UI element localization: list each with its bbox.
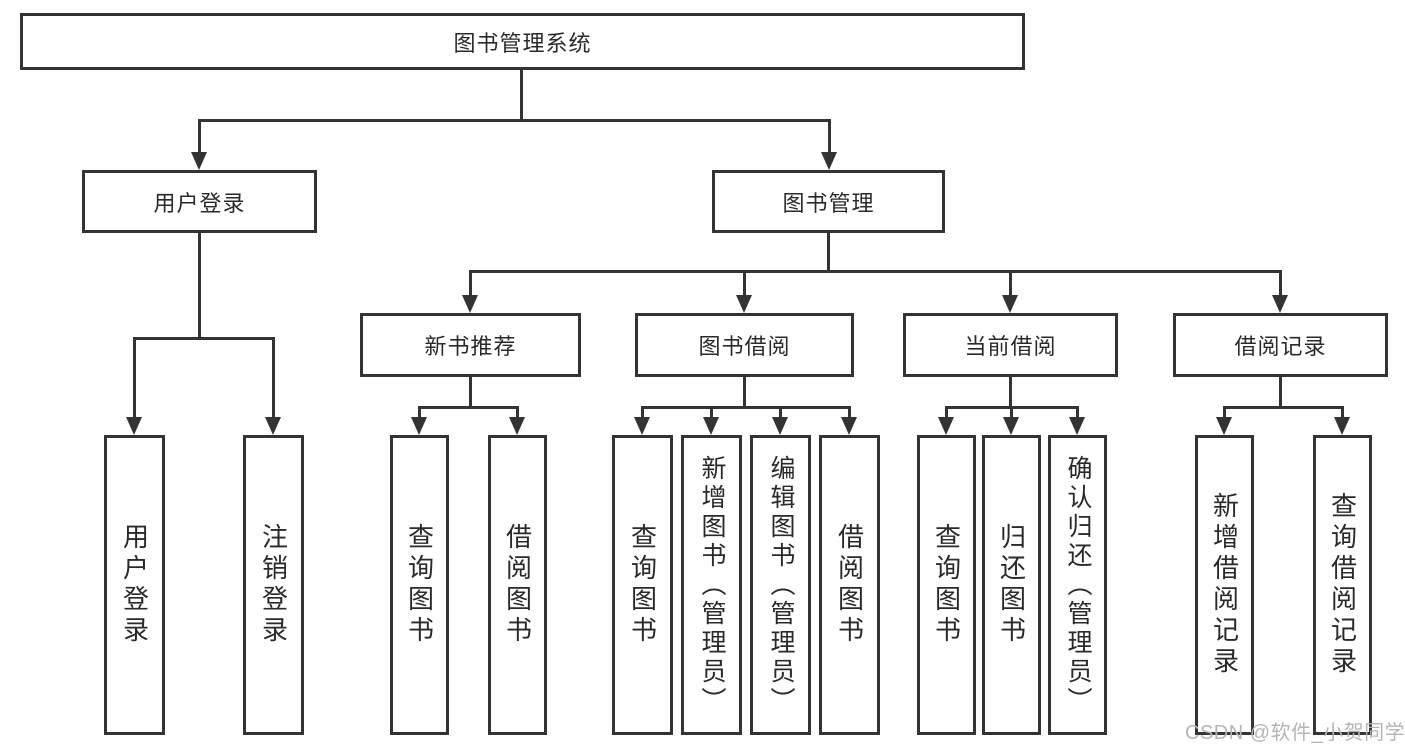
- leaf-edit-books-admin: 编辑图书（管理员）: [750, 435, 811, 735]
- connector-stem: [1076, 407, 1079, 419]
- leaf-label: 借阅图书: [834, 523, 865, 647]
- leaf-label: 用户登录: [119, 523, 150, 647]
- leaf-label: 借阅图书: [502, 523, 533, 647]
- leaf-label: 查询图书: [627, 523, 658, 647]
- connector-stem: [272, 338, 275, 420]
- connector-stem: [743, 271, 746, 298]
- node-label: 用户登录: [153, 190, 246, 216]
- leaf-borrow-books: 借阅图书: [819, 435, 880, 735]
- connector-stem: [1279, 271, 1282, 298]
- arrowhead: [1003, 417, 1019, 435]
- arrowhead: [1272, 295, 1288, 313]
- connector-stem: [469, 271, 472, 298]
- arrowhead: [772, 417, 788, 435]
- arrowhead: [821, 152, 837, 170]
- leaf-label: 查询图书: [404, 523, 435, 647]
- leaf-add-books-admin: 新增图书（管理员）: [681, 435, 742, 735]
- connector-trunk: [743, 376, 746, 407]
- leaf-label: 新增借阅记录: [1209, 492, 1240, 678]
- leaf-label: 查询借阅记录: [1327, 492, 1358, 678]
- connector-stem: [828, 119, 831, 154]
- node-book-borrow: 图书借阅: [635, 313, 854, 377]
- leaf-label: 确认归还（管理员）: [1064, 454, 1092, 716]
- csdn-watermark: CSDN @软件_小贺同学: [1185, 722, 1405, 744]
- leaf-return-books: 归还图书: [982, 435, 1041, 735]
- leaf-user-login: 用户登录: [104, 435, 165, 735]
- connector-root-span: [198, 119, 831, 122]
- node-current-borrow: 当前借阅: [903, 313, 1118, 377]
- connector-trunk: [1009, 376, 1012, 407]
- node-label: 借阅记录: [1234, 334, 1327, 359]
- connector-span: [1223, 406, 1344, 409]
- leaf-logout: 注销登录: [243, 435, 304, 735]
- connector-span: [641, 406, 851, 409]
- connector-stem: [418, 407, 421, 419]
- node-label: 新书推荐: [424, 334, 517, 359]
- arrowhead: [509, 417, 525, 435]
- arrowhead: [1216, 417, 1232, 435]
- connector-stem: [945, 407, 948, 419]
- arrowhead: [411, 417, 427, 435]
- leaf-label: 归还图书: [996, 523, 1027, 647]
- arrowhead: [265, 417, 281, 435]
- connector-stem: [710, 407, 713, 419]
- arrowhead: [1069, 417, 1085, 435]
- connector-stem: [1223, 407, 1226, 419]
- leaf-label: 注销登录: [258, 523, 289, 647]
- node-book-management: 图书管理: [712, 170, 945, 233]
- connector-stem: [1009, 271, 1012, 298]
- connector-stem: [641, 407, 644, 419]
- connector-span: [469, 270, 1282, 273]
- connector-trunk: [827, 233, 830, 271]
- node-new-book-recommend: 新书推荐: [360, 313, 581, 377]
- connector-trunk: [198, 232, 201, 338]
- leaf-label: 编辑图书（管理员）: [767, 454, 795, 716]
- node-root-system: 图书管理系统: [20, 13, 1025, 70]
- connector-stem: [1341, 407, 1344, 419]
- node-label: 图书管理系统: [453, 30, 592, 56]
- connector-span: [133, 337, 275, 340]
- arrowhead: [634, 417, 650, 435]
- arrowhead: [1002, 295, 1018, 313]
- connector-stem: [198, 119, 201, 154]
- arrowhead: [462, 295, 478, 313]
- arrowhead: [703, 417, 719, 435]
- leaf-query-books: 查询图书: [917, 435, 976, 735]
- connector-trunk: [1279, 376, 1282, 407]
- arrowhead: [126, 417, 142, 435]
- connector-stem: [516, 407, 519, 419]
- node-label: 当前借阅: [964, 334, 1057, 359]
- connector-stem: [133, 338, 136, 420]
- connector-stem: [779, 407, 782, 419]
- node-borrow-records: 借阅记录: [1173, 313, 1388, 377]
- leaf-label: 新增图书（管理员）: [698, 454, 726, 716]
- arrowhead: [938, 417, 954, 435]
- leaf-borrow-books: 借阅图书: [488, 435, 547, 735]
- connector-trunk: [469, 376, 472, 407]
- connector-stem: [1010, 407, 1013, 419]
- arrowhead: [1334, 417, 1350, 435]
- node-label: 图书借阅: [698, 334, 791, 359]
- leaf-query-books: 查询图书: [612, 435, 673, 735]
- connector-stem: [848, 407, 851, 419]
- arrowhead: [841, 417, 857, 435]
- node-label: 图书管理: [782, 190, 875, 216]
- node-user-login: 用户登录: [82, 170, 317, 233]
- leaf-add-borrow-record: 新增借阅记录: [1195, 435, 1254, 735]
- connector-root-trunk: [520, 69, 523, 119]
- leaf-query-borrow-record: 查询借阅记录: [1313, 435, 1372, 735]
- arrowhead: [191, 152, 207, 170]
- leaf-query-books: 查询图书: [390, 435, 449, 735]
- arrowhead: [736, 295, 752, 313]
- leaf-label: 查询图书: [931, 523, 962, 647]
- connector-span: [418, 406, 519, 409]
- leaf-confirm-return-admin: 确认归还（管理员）: [1048, 435, 1107, 735]
